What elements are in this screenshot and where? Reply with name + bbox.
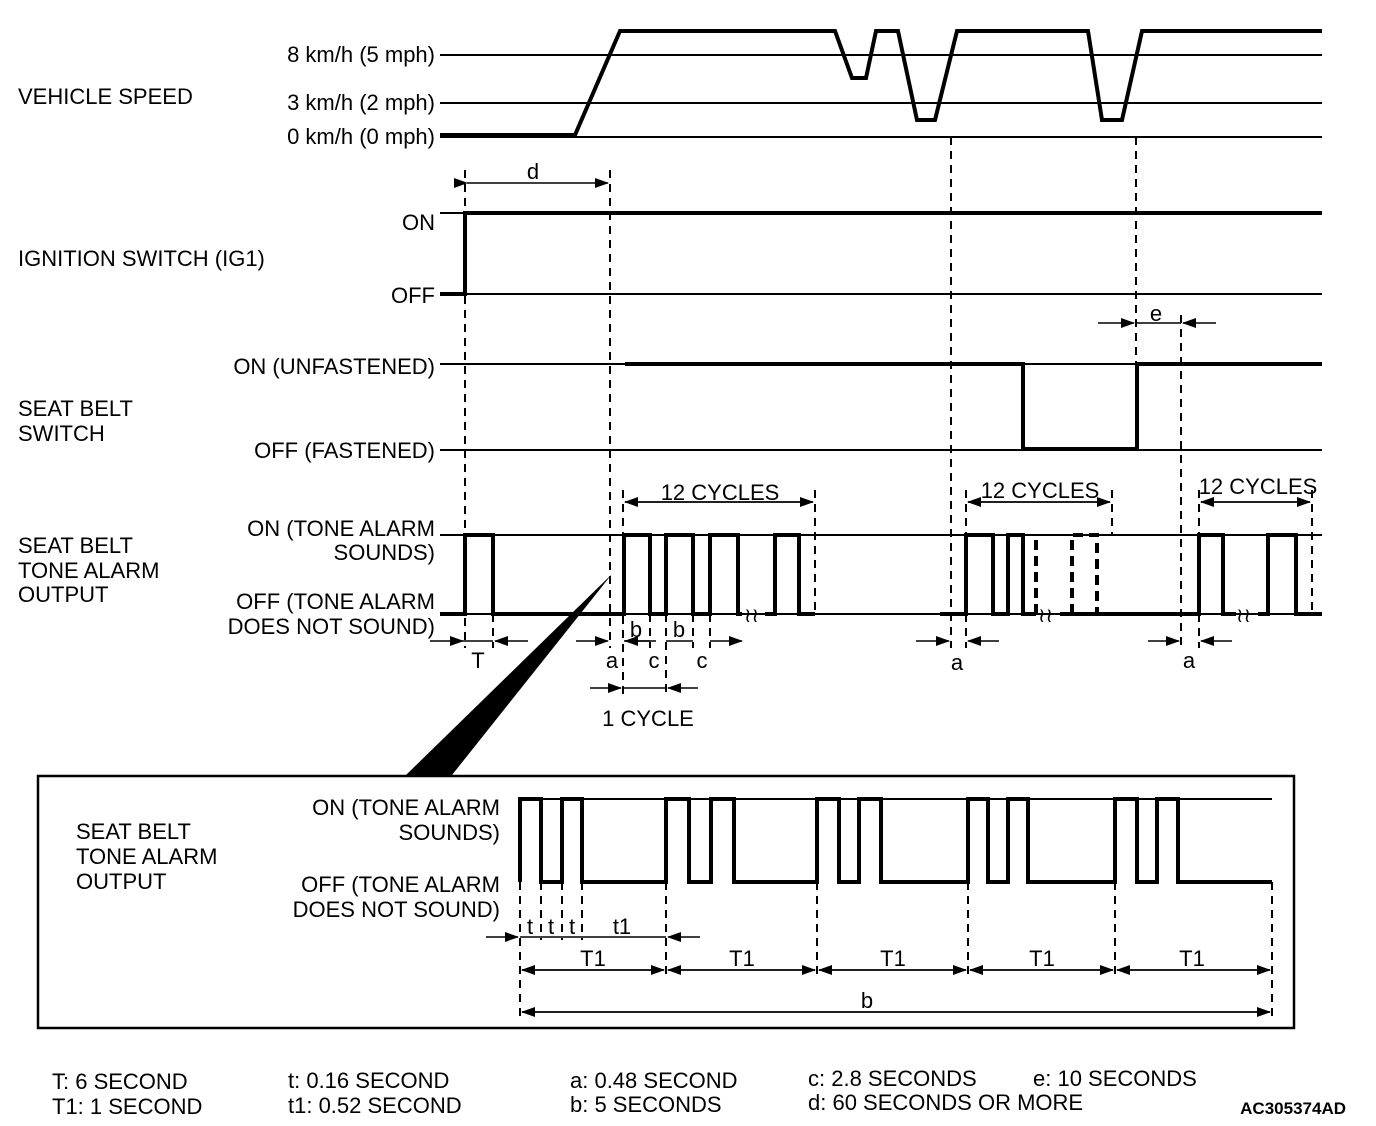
dimension-d: d: [454, 159, 609, 188]
twelve-cycles-label: 12 CYCLES: [1199, 474, 1318, 499]
legend-t: t: 0.16 SECOND: [288, 1068, 449, 1093]
vehicle-speed-label: VEHICLE SPEED: [18, 84, 193, 109]
dimension-one-cycle: 1 CYCLE: [590, 683, 698, 731]
dim-label-T: T: [471, 648, 484, 673]
break-symbol: ≀≀: [744, 605, 759, 627]
detail-b-label: b: [861, 988, 873, 1013]
alarm-off-label-line2: DOES NOT SOUND): [228, 614, 435, 639]
detail-box: SEAT BELT TONE ALARM OUTPUT ON (TONE ALA…: [36, 774, 1296, 1030]
alarm-waveform-group2: [940, 533, 1036, 616]
dim-label-b: b: [630, 617, 642, 642]
detail-T1-label: T1: [880, 946, 906, 971]
detail-t-label: t: [527, 914, 533, 939]
legend-b: b: 5 SECONDS: [570, 1092, 722, 1117]
dimension-a-2: a: [916, 614, 999, 675]
legend-T: T: 6 SECOND: [52, 1069, 188, 1094]
dimension-e: e: [1098, 301, 1216, 328]
ignition-label: IGNITION SWITCH (IG1): [18, 246, 265, 271]
alarm-on-label-line2: SOUNDS): [334, 540, 435, 565]
legend-T1: T1: 1 SECOND: [52, 1094, 202, 1119]
detail-alarm-label-line1: SEAT BELT: [76, 819, 191, 844]
ignition-switch-signal: IGNITION SWITCH (IG1) ON OFF: [18, 210, 1322, 308]
dimension-12-cycles-2: 12 CYCLES: [967, 478, 1111, 507]
detail-off-label-line1: OFF (TONE ALARM: [301, 872, 500, 897]
ignition-waveform: [440, 211, 1322, 296]
alarm-waveform-initial: [440, 533, 625, 616]
zoom-callout-wedge: [406, 574, 612, 775]
alarm-waveform-group1-end: [765, 533, 815, 616]
vehicle-speed-signal: VEHICLE SPEED 8 km/h (5 mph) 3 km/h (2 m…: [18, 29, 1322, 149]
belt-off-label: OFF (FASTENED): [254, 438, 435, 463]
belt-on-label: ON (UNFASTENED): [233, 354, 435, 379]
alarm-label-line1: SEAT BELT: [18, 533, 133, 558]
detail-t-label: t: [569, 914, 575, 939]
alarm-waveform-group3-end: [1258, 533, 1322, 616]
legend-a: a: 0.48 SECOND: [570, 1068, 738, 1093]
legend-t1: t1: 0.52 SECOND: [288, 1093, 462, 1118]
seat-belt-switch-label-line2: SWITCH: [18, 421, 105, 446]
dim-label-c: c: [649, 648, 660, 673]
detail-alarm-label-line2: TONE ALARM: [76, 844, 217, 869]
tone-alarm-signal: SEAT BELT TONE ALARM OUTPUT ON (TONE ALA…: [18, 516, 1322, 639]
seat-belt-switch-label-line1: SEAT BELT: [18, 396, 133, 421]
twelve-cycles-label: 12 CYCLES: [981, 478, 1100, 503]
detail-alarm-waveform: [518, 797, 1272, 884]
detail-T1-label: T1: [1179, 946, 1205, 971]
dimension-b-c: b b c c: [624, 617, 743, 673]
legend-c: c: 2.8 SECONDS: [808, 1066, 977, 1091]
ignition-on-label: ON: [402, 210, 435, 235]
alarm-on-label-line1: ON (TONE ALARM: [247, 516, 435, 541]
legend-d: d: 60 SECONDS OR MORE: [808, 1090, 1083, 1115]
guide-lines: [464, 137, 1313, 695]
vehicle-speed-waveform: [440, 29, 1322, 137]
detail-on-label-line1: ON (TONE ALARM: [312, 795, 500, 820]
one-cycle-label: 1 CYCLE: [602, 706, 694, 731]
detail-T1-label: T1: [580, 946, 606, 971]
legend-e: e: 10 SECONDS: [1033, 1066, 1197, 1091]
twelve-cycles-label: 12 CYCLES: [661, 480, 780, 505]
break-symbol: ≀≀: [1236, 605, 1251, 627]
detail-t1-label: t1: [613, 914, 631, 939]
alarm-waveform-group1: [605, 533, 742, 616]
dimension-12-cycles-1: 12 CYCLES: [624, 480, 814, 507]
dim-label-a: a: [951, 650, 964, 675]
speed-level-8: 8 km/h (5 mph): [287, 42, 435, 67]
dim-label-c: c: [697, 648, 708, 673]
alarm-off-label-line1: OFF (TONE ALARM: [236, 589, 435, 614]
alarm-label-line2: TONE ALARM: [18, 558, 159, 583]
break-symbol: ≀≀: [1038, 605, 1053, 627]
seat-belt-switch-waveform: [625, 362, 1322, 451]
dim-label-e: e: [1150, 301, 1162, 326]
detail-t-label: t: [548, 914, 554, 939]
alarm-label-line3: OUTPUT: [18, 582, 108, 607]
dim-label-a: a: [606, 648, 619, 673]
dimension-a-1: a: [576, 636, 656, 673]
dimension-a-3: a: [1148, 614, 1232, 673]
detail-off-label-line2: DOES NOT SOUND): [293, 897, 500, 922]
speed-level-3: 3 km/h (2 mph): [287, 90, 435, 115]
figure-code: AC305374AD: [1240, 1099, 1346, 1118]
detail-alarm-label-line3: OUTPUT: [76, 869, 166, 894]
detail-on-label-line2: SOUNDS): [399, 820, 500, 845]
dimension-12-cycles-3: 12 CYCLES: [1199, 474, 1318, 507]
detail-T1-label: T1: [1029, 946, 1055, 971]
dim-label-b: b: [673, 617, 685, 642]
dim-label-a: a: [1183, 648, 1196, 673]
detail-T1-label: T1: [729, 946, 755, 971]
speed-level-0: 0 km/h (0 mph): [287, 124, 435, 149]
dim-label-d: d: [527, 159, 539, 184]
legend: T: 6 SECOND T1: 1 SECOND t: 0.16 SECOND …: [52, 1066, 1346, 1119]
seat-belt-switch-signal: SEAT BELT SWITCH ON (UNFASTENED) OFF (FA…: [18, 354, 1322, 463]
dimension-T: T: [430, 614, 528, 673]
ignition-off-label: OFF: [391, 283, 435, 308]
alarm-waveform-group3: [1160, 533, 1236, 616]
